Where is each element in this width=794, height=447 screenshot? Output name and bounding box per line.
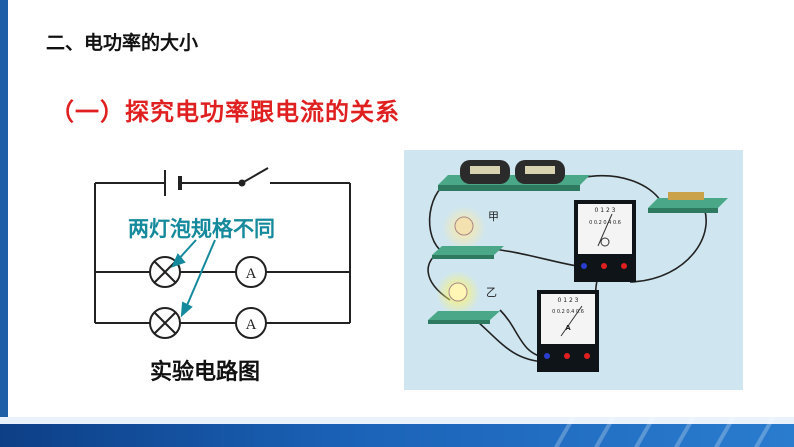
circuit-caption: 实验电路图 xyxy=(150,360,261,385)
subsection-heading: （一）探究电功率跟电流的关系 xyxy=(50,98,400,126)
lamp-spec-label: 两灯泡规格不同 xyxy=(128,217,275,241)
svg-text:0 0.2 0.4 0.6: 0 0.2 0.4 0.6 xyxy=(589,220,621,226)
ammeter-2: 0 1 2 3 0 0.2 0.4 0.6 A xyxy=(537,290,599,372)
footer-highlight xyxy=(0,417,794,424)
footer-band xyxy=(0,417,794,447)
section-heading: 二、电功率的大小 xyxy=(46,32,199,54)
svg-text:A: A xyxy=(565,324,571,332)
lamp-b-label: 乙 xyxy=(486,286,497,299)
svg-text:0 0.2 0.4 0.6: 0 0.2 0.4 0.6 xyxy=(552,309,584,315)
ammeter-1: 0 1 2 3 0 0.2 0.4 0.6 xyxy=(574,200,636,282)
left-accent-bar xyxy=(0,0,8,447)
ammeter-2-symbol: A xyxy=(246,317,257,333)
svg-text:0 1 2 3: 0 1 2 3 xyxy=(595,207,616,214)
svg-text:0 1 2 3: 0 1 2 3 xyxy=(558,297,579,304)
lamp-a-label: 甲 xyxy=(488,210,499,223)
ammeter-1-symbol: A xyxy=(246,266,257,282)
